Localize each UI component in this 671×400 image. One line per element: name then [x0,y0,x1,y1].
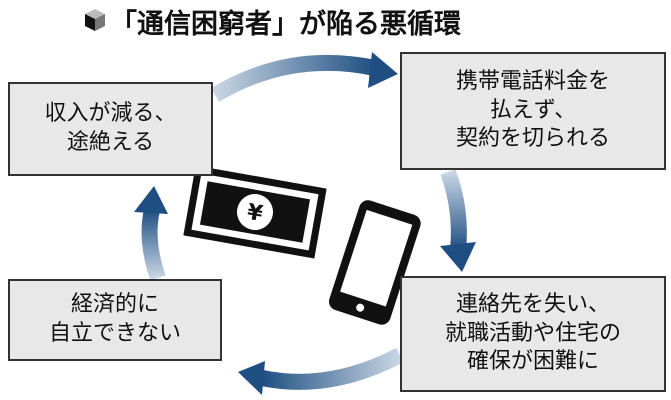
page-title: 「通信困窮者」が陥る悪循環 [110,9,461,40]
arrow-left [134,186,168,281]
box-text: 自立できない [48,321,181,346]
box-contact-lost: 連絡先を失い、 就職活動や住宅の 確保が困難に [400,276,666,392]
box-text: 携帯電話料金を [455,69,610,95]
box-text: 収入が減る、 [44,101,177,127]
box-not-independent: 経済的に 自立できない [8,279,222,361]
arrow-right [440,169,476,272]
arrow-top [210,52,398,102]
cube-icon [85,9,105,31]
box-text: 経済的に [70,292,159,318]
box-text: 確保が困難に [466,349,599,375]
yen-banknote-icon: ¥ [183,165,327,259]
box-income-loss: 収入が減る、 途絶える [8,82,213,176]
smartphone-icon [328,200,421,325]
box-phone-cut: 携帯電話料金を 払えず、 契約を切られる [400,52,666,170]
box-text: 契約を切られる [455,126,610,152]
yen-symbol: ¥ [245,200,265,227]
box-text: 連絡先を失い、 [455,292,610,318]
box-text: 払えず、 [489,97,577,123]
arrow-bottom [238,347,404,395]
box-text: 途絶える [66,130,155,155]
box-text: 就職活動や住宅の [444,320,621,346]
